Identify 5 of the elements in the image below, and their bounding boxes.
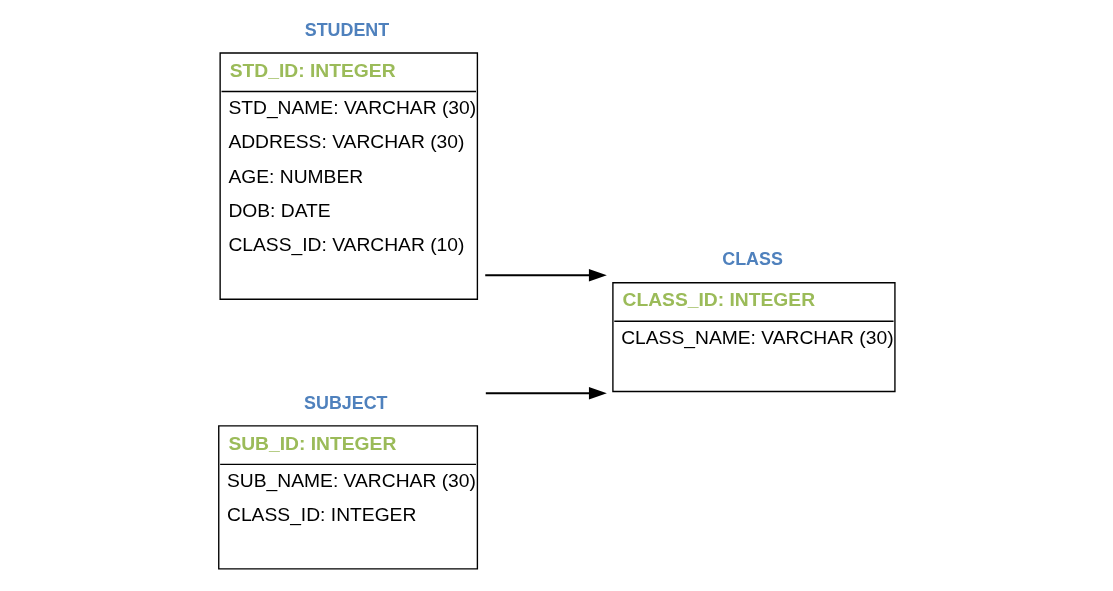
node-label: CLASS bbox=[722, 249, 783, 270]
arrow bbox=[485, 268, 607, 282]
arrow bbox=[485, 386, 607, 400]
node-label: STUDENT bbox=[304, 19, 390, 40]
node-label: SUBJECT bbox=[304, 392, 388, 413]
